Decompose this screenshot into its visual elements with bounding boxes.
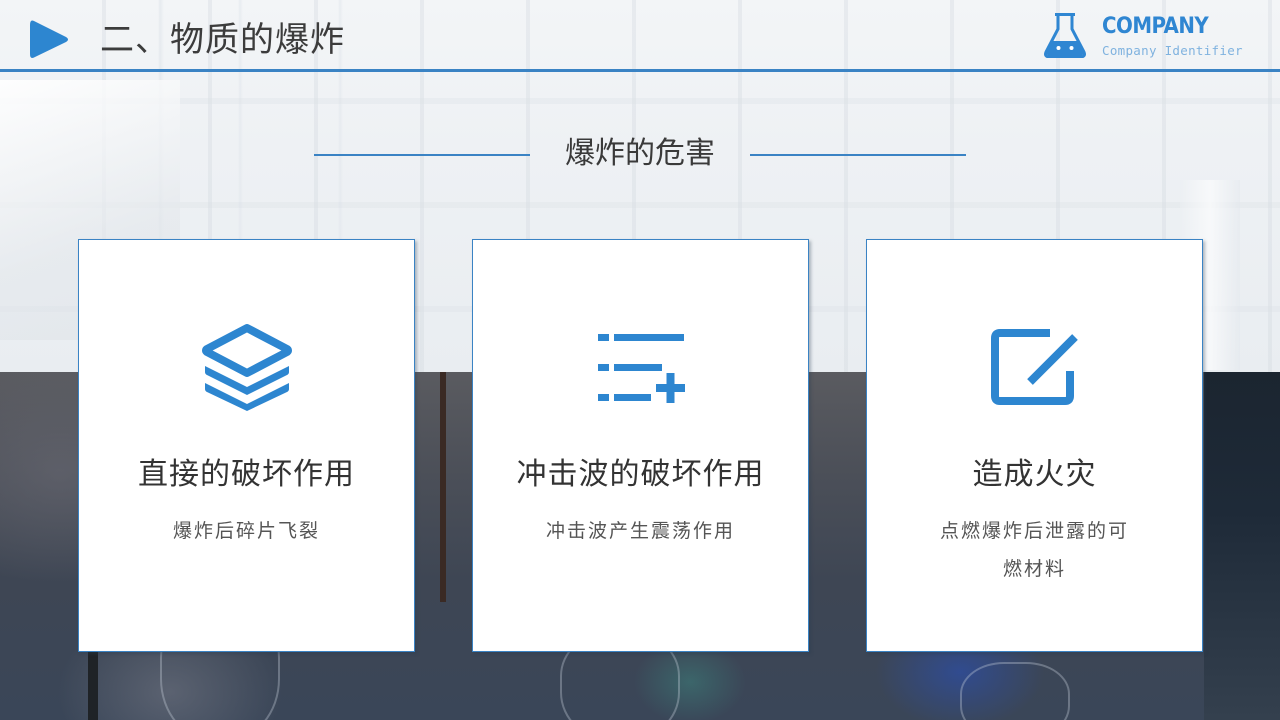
section-divider-left — [314, 154, 530, 156]
flask-icon — [1044, 13, 1086, 58]
edit-icon — [990, 329, 1078, 405]
card-title: 冲击波的破坏作用 — [516, 457, 765, 492]
card-description: 爆炸后碎片飞裂 — [172, 520, 320, 542]
slide-header: 二、物质的爆炸 COMPANY Company Identifier — [0, 0, 1280, 72]
layers-icon — [201, 324, 292, 411]
page-title: 二、物质的爆炸 — [100, 20, 345, 60]
card-description: 冲击波产生震荡作用 — [545, 520, 735, 542]
card-title: 直接的破坏作用 — [138, 457, 355, 492]
card-title: 造成火灾 — [972, 457, 1097, 492]
card-fire-hazard: 造成火灾 点燃爆炸后泄露的可燃材料 — [866, 239, 1203, 652]
play-triangle-icon — [30, 20, 68, 58]
card-description: 点燃爆炸后泄露的可燃材料 — [939, 520, 1129, 580]
list-add-icon — [597, 334, 685, 403]
background-stand-rod — [440, 372, 446, 602]
section-divider-right — [750, 154, 966, 156]
section-title: 爆炸的危害 — [565, 136, 715, 171]
card-direct-damage: 直接的破坏作用 爆炸后碎片飞裂 — [78, 239, 415, 652]
company-identifier: Company Identifier — [1102, 43, 1243, 58]
card-shockwave-damage: 冲击波的破坏作用 冲击波产生震荡作用 — [472, 239, 809, 652]
background-beaker — [960, 662, 1070, 720]
background-dark-edge — [1204, 372, 1280, 720]
company-name: COMPANY — [1102, 14, 1209, 39]
header-divider — [0, 69, 1280, 72]
